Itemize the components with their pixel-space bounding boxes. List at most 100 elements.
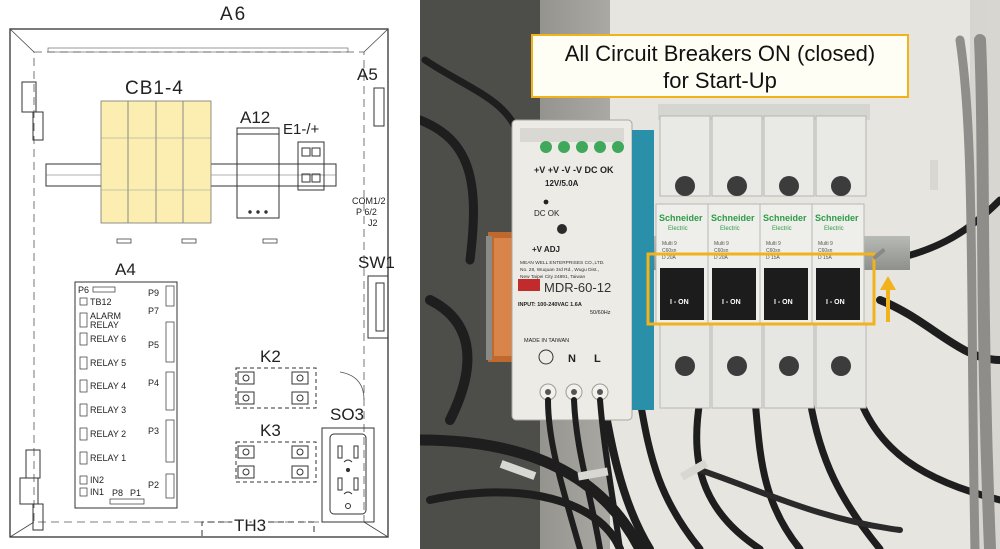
a4-label: A4: [115, 260, 136, 279]
psu-model: MDR-60-12: [544, 280, 611, 295]
terminal-relay-2: RELAY 2: [90, 429, 126, 439]
breaker-4: Schneider Electric Multi 9 C60sn D 15A I…: [815, 213, 859, 306]
terminal-relay-6: RELAY 6: [90, 334, 126, 344]
k3-relay: [235, 441, 317, 483]
a4-board: [74, 281, 178, 509]
breaker-3-brand: Schneider: [763, 213, 807, 223]
psu-input: INPUT: 100-240VAC 1.6A: [518, 302, 582, 308]
breaker-3-state: I - ON: [774, 299, 793, 306]
terminal-relay-3: RELAY 3: [90, 405, 126, 415]
psu-rating: 12V/5.0A: [545, 179, 579, 188]
breaker-1-amp: D 20A: [662, 255, 677, 261]
a5-label: A5: [357, 65, 378, 84]
terminal-tb12: TB12: [90, 297, 112, 307]
a12-label: A12: [240, 108, 270, 127]
breaker-bank: [655, 104, 870, 409]
a5-component: [373, 87, 385, 127]
breaker-1-rating: C60sn: [662, 248, 677, 254]
terminal-relay-4: RELAY 4: [90, 381, 126, 391]
breaker-1-brand: Schneider: [659, 213, 703, 223]
meanwell-logo: [518, 279, 540, 291]
p8-label: P8: [112, 488, 123, 498]
breaker-2-state: I - ON: [722, 299, 741, 306]
terminal-alarm-relay: RELAY: [90, 320, 119, 330]
com-label-2: P 6/2: [356, 207, 377, 217]
psu-freq: 50/60Hz: [590, 310, 611, 316]
enclosure-schematic: A6 A5 CB1-4 A12 E1-/+ COM1/2: [9, 4, 395, 538]
p2-label: P2: [148, 480, 159, 490]
psu-l-label: L: [594, 353, 601, 365]
psu-dc-ok: DC OK: [534, 209, 560, 218]
th3-label: TH3: [234, 516, 266, 535]
terminal-in2: IN2: [90, 475, 104, 485]
a12-component: [236, 127, 280, 219]
grey-cables: [697, 35, 980, 549]
breaker-4-sub: Electric: [824, 226, 844, 232]
breaker-1: Schneider Electric Multi 9 C60sn D 20A I…: [659, 213, 703, 306]
cable-bundles: [420, 34, 1000, 549]
p1-label: P1: [130, 488, 141, 498]
p7-label: P7: [148, 306, 159, 316]
callout-line-1: All Circuit Breakers ON (closed): [564, 41, 876, 66]
so3-outlet: [321, 427, 375, 523]
terminal-in1: IN1: [90, 487, 104, 497]
breaker-4-state: I - ON: [826, 299, 845, 306]
th3-heater: [201, 521, 315, 536]
com-label-1: COM1/2: [352, 196, 386, 206]
breaker-4-series: Multi 9: [818, 241, 833, 247]
p3-label: P3: [148, 426, 159, 436]
sw1-label: SW1: [358, 253, 395, 272]
psu-n-label: N: [568, 353, 576, 365]
a4-right-connectors: [165, 285, 175, 499]
startup-callout: All Circuit Breakers ON (closed) for Sta…: [531, 34, 909, 98]
breaker-2-rating: C60sn: [714, 248, 729, 254]
psu-maker-2: No. 28, Wuquan 3rd Rd., Wugu Dist.,: [520, 267, 599, 273]
breaker-3-rating: C60sn: [766, 248, 781, 254]
k2-relay: [235, 367, 317, 409]
psu-maker-3: New Taipei City 24891, Taiwan: [520, 274, 585, 280]
enclosure-inner: [33, 51, 365, 523]
p9-label: P9: [148, 288, 159, 298]
hinge-top: [21, 81, 44, 141]
breaker-2-brand: Schneider: [711, 213, 755, 223]
enclosure-label: A6: [220, 4, 247, 25]
breaker-4-brand: Schneider: [815, 213, 859, 223]
terminal-relay-1: RELAY 1: [90, 453, 126, 463]
a4-terminal-list: TB12 ALARM RELAY RELAY 6 RELAY 5 RELAY 4…: [79, 297, 126, 497]
so3-label: SO3: [330, 405, 364, 424]
psu-made-in: MADE IN TAIWAN: [524, 338, 569, 344]
circuit-breakers-cb1-4: [100, 100, 212, 224]
breaker-handles-highlight: [646, 252, 876, 326]
breaker-2: Schneider Electric Multi 9 C60sn D 20A I…: [711, 213, 755, 306]
cb-label: CB1-4: [125, 78, 184, 99]
hinge-bottom: [19, 449, 44, 531]
breaker-2-series: Multi 9: [714, 241, 729, 247]
psu-maker-1: MEAN WELL ENTERPRISES CO.,LTD.: [520, 260, 605, 266]
breaker-1-series: Multi 9: [662, 241, 677, 247]
terminal-alarm: ALARM: [90, 311, 121, 321]
breaker-4-amp: D 15A: [818, 255, 833, 261]
k2-label: K2: [260, 347, 281, 366]
psu-adj: +V ADJ: [532, 245, 560, 254]
breaker-3: Schneider Electric Multi 9 C60sn D 15A I…: [763, 213, 807, 306]
breaker-2-sub: Electric: [720, 226, 740, 232]
ground-symbol: [538, 349, 554, 365]
breaker-1-state: I - ON: [670, 299, 689, 306]
connector-row: [116, 238, 278, 244]
breaker-1-sub: Electric: [668, 226, 688, 232]
p4-label: P4: [148, 378, 159, 388]
e1-terminal-block: [297, 141, 325, 191]
breaker-4-rating: C60sn: [818, 248, 833, 254]
breaker-2-amp: D 20A: [714, 255, 729, 261]
terminal-relay-5: RELAY 5: [90, 358, 126, 368]
com-label-3: J2: [368, 218, 378, 228]
up-arrow-icon: [880, 276, 896, 322]
p5-label: P5: [148, 340, 159, 350]
psu-label-top: +V +V -V -V DC OK: [534, 165, 614, 175]
breaker-3-series: Multi 9: [766, 241, 781, 247]
e1-label: E1-/+: [283, 121, 320, 138]
breaker-3-sub: Electric: [772, 226, 792, 232]
breaker-3-amp: D 15A: [766, 255, 781, 261]
sw1-switch: [367, 275, 389, 339]
power-supply-mdr-60-12: +V +V -V -V DC OK 12V/5.0A DC OK +V ADJ …: [511, 119, 654, 421]
